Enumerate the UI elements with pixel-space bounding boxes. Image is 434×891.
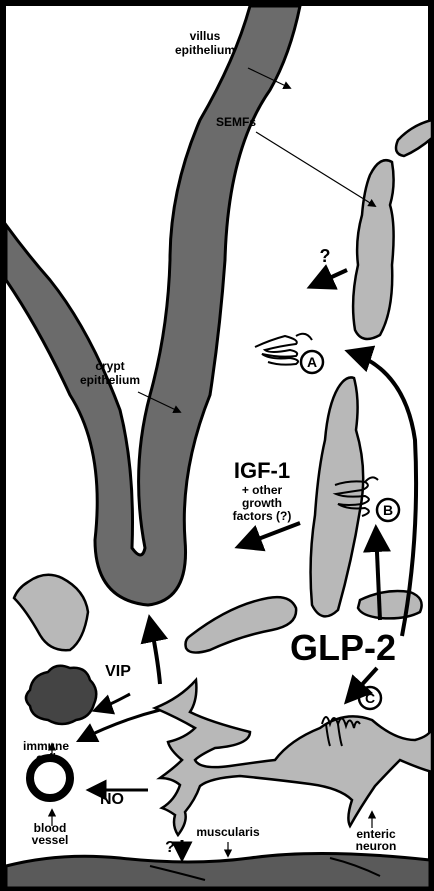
semf-right-fragment: [358, 591, 422, 618]
igf1-sub-1: + other: [242, 483, 283, 497]
question-bottom: ?: [165, 839, 175, 856]
muscularis-layer: [6, 853, 430, 888]
villus-label-1: villus: [190, 29, 221, 43]
enteric-label-2: neuron: [356, 839, 397, 853]
igf1-label: IGF-1: [234, 458, 290, 483]
semf-top-fragment: [396, 120, 432, 156]
receptor-marker-c: C: [359, 687, 381, 709]
immune-label-2: cell: [36, 751, 56, 765]
receptor-marker-b: B: [377, 499, 399, 521]
semfs-label: SEMFs: [216, 115, 256, 129]
igf1-sub-2: growth: [242, 496, 282, 510]
crypt-label-1: crypt: [95, 359, 124, 373]
semf-mid-fragment: [186, 597, 297, 652]
blood-label-2: vessel: [32, 833, 69, 847]
muscularis-label: muscularis: [196, 825, 260, 839]
semf-left-fragment: [14, 575, 88, 650]
question-top: ?: [320, 246, 331, 266]
crypt-label-2: epithelium: [80, 373, 140, 387]
igf1-sub-3: factors (?): [233, 509, 292, 523]
vip-label: VIP: [105, 663, 131, 680]
receptor-marker-a-label: A: [307, 354, 317, 370]
receptor-marker-c-label: C: [365, 690, 375, 706]
enteric-neuron: [155, 680, 432, 835]
glp2-label: GLP-2: [290, 627, 396, 668]
no-label: NO: [100, 791, 124, 808]
receptor-marker-b-label: B: [383, 502, 393, 518]
receptor-marker-a: A: [301, 351, 323, 373]
villus-label-2: epithelium: [175, 43, 235, 57]
semf-upper: [353, 160, 394, 339]
immune-cell: [26, 666, 96, 724]
